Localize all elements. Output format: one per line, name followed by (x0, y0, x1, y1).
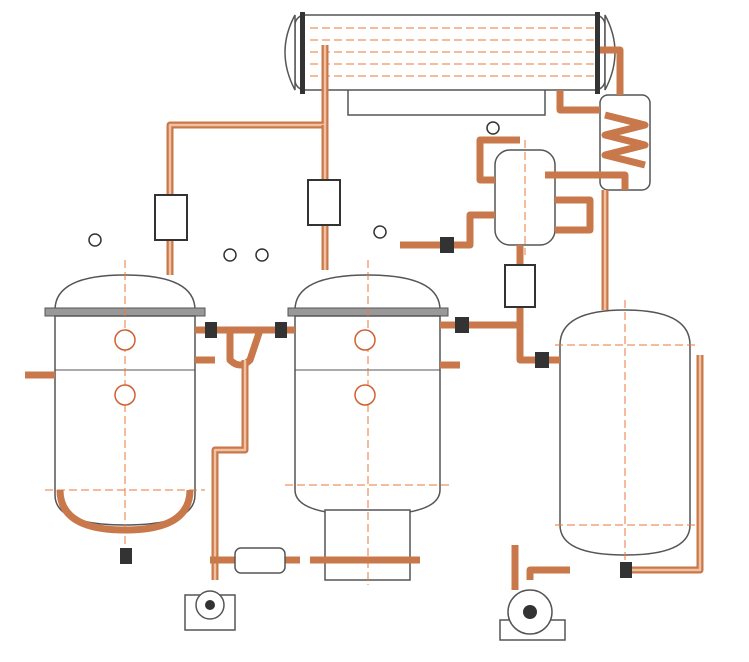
valves (88, 121, 632, 578)
sight-glass (154, 194, 188, 241)
sight-port (354, 384, 376, 406)
extraction-tank-middle (285, 260, 450, 585)
separator-vessel (494, 140, 556, 255)
sight-glass (307, 179, 341, 226)
filter (234, 547, 286, 574)
sight-port (354, 329, 376, 351)
sight-glass (504, 264, 536, 308)
sight-port (114, 384, 136, 406)
pressure-gauge-icon (373, 225, 387, 239)
valve-icon (620, 562, 632, 578)
tube-condenser (284, 12, 616, 116)
valve-icon (440, 237, 454, 253)
extraction-tank-left (44, 260, 206, 560)
receiver-tank-right (555, 300, 695, 570)
valve-icon (455, 317, 469, 333)
valve-icon (275, 322, 287, 338)
pressure-gauge-icon (88, 233, 102, 247)
valve-icon (205, 322, 217, 338)
pump-left (184, 590, 236, 631)
valve-icon (535, 352, 549, 368)
pressure-gauge-icon (255, 248, 269, 262)
sight-glasses (154, 179, 536, 308)
sight-port (114, 329, 136, 351)
valve-icon (120, 548, 132, 564)
pressure-gauge-icon (486, 121, 500, 135)
pressure-gauge-icon (223, 248, 237, 262)
pump-right (499, 589, 566, 641)
